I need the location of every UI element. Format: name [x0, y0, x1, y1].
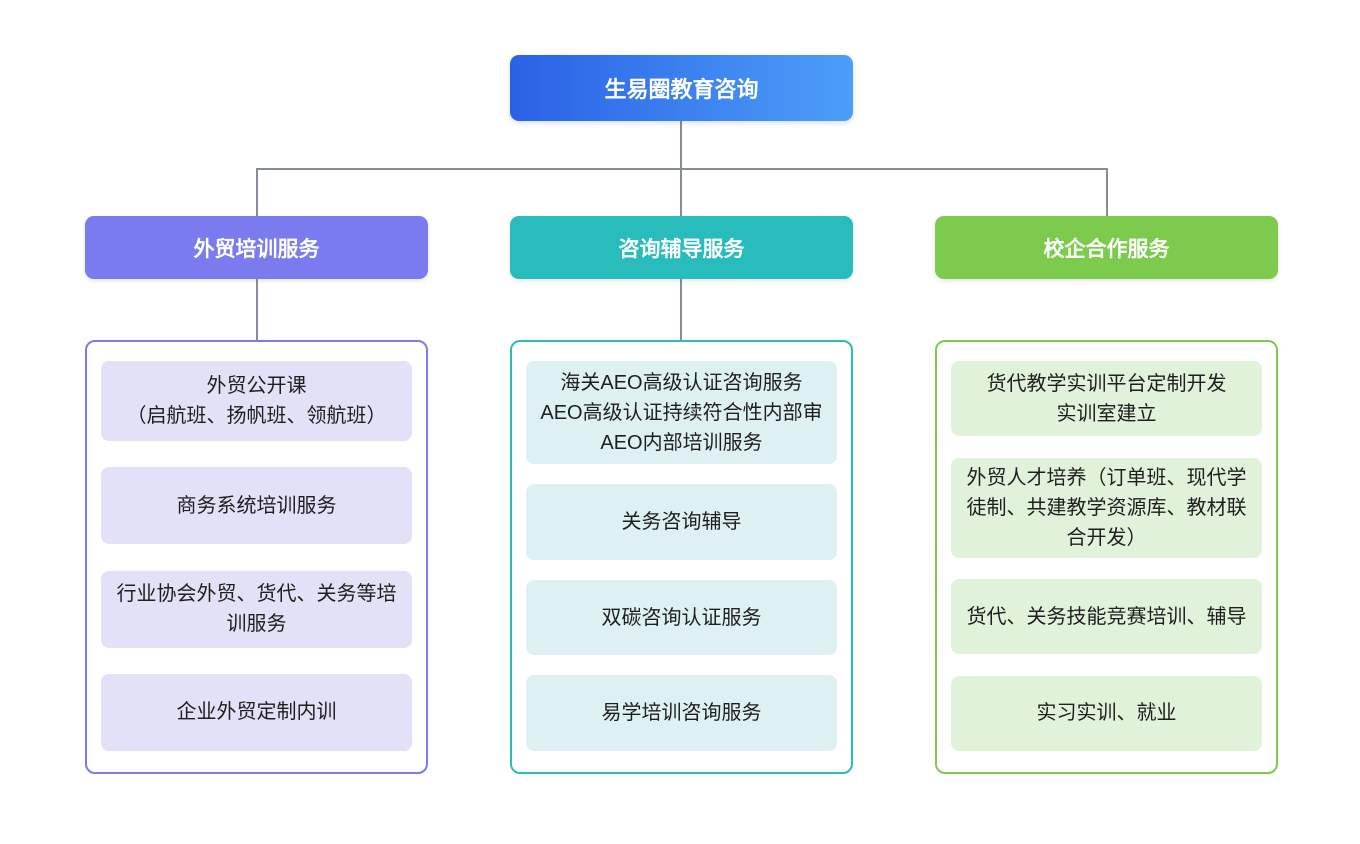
branch-header-label: 咨询辅导服务 [618, 237, 745, 261]
leaf-item: 货代教学实训平台定制开发 实训室建立 [951, 361, 1262, 436]
branch-header-trade-training: 外贸培训服务 [85, 216, 428, 279]
root-node-label: 生易圈教育咨询 [604, 77, 759, 102]
leaf-item: 易学培训咨询服务 [526, 675, 837, 751]
leaf-item: 企业外贸定制内训 [101, 673, 412, 751]
root-node: 生易圈教育咨询 [510, 55, 853, 121]
connector-line [680, 168, 682, 216]
connector-line [256, 279, 258, 340]
branch-header-consulting: 咨询辅导服务 [510, 216, 853, 279]
connector-line [680, 279, 682, 340]
branch-box-school-enterprise: 货代教学实训平台定制开发 实训室建立 外贸人才培养（订单班、现代学徒制、共建教学… [935, 340, 1278, 774]
branch-header-label: 外贸培训服务 [193, 237, 320, 261]
connector-line [1106, 168, 1108, 216]
leaf-item: 外贸人才培养（订单班、现代学徒制、共建教学资源库、教材联合开发） [951, 457, 1262, 558]
branch-box-trade-training: 外贸公开课 （启航班、扬帆班、领航班） 商务系统培训服务 行业协会外贸、货代、关… [85, 340, 428, 774]
leaf-item: 商务系统培训服务 [101, 467, 412, 545]
leaf-item: 实习实训、就业 [951, 675, 1262, 751]
connector-line [680, 121, 682, 168]
leaf-item: 关务咨询辅导 [526, 484, 837, 560]
branch-header-school-enterprise: 校企合作服务 [935, 216, 1278, 279]
leaf-item: 外贸公开课 （启航班、扬帆班、领航班） [101, 361, 412, 441]
leaf-item: 海关AEO高级认证咨询服务 AEO高级认证持续符合性内部审 AEO内部培训服务 [526, 361, 837, 464]
branch-box-consulting: 海关AEO高级认证咨询服务 AEO高级认证持续符合性内部审 AEO内部培训服务 … [510, 340, 853, 774]
leaf-item: 双碳咨询认证服务 [526, 580, 837, 655]
leaf-item: 货代、关务技能竞赛培训、辅导 [951, 579, 1262, 655]
branch-header-label: 校企合作服务 [1043, 237, 1170, 261]
connector-line [256, 168, 258, 216]
leaf-item: 行业协会外贸、货代、关务等培训服务 [101, 570, 412, 648]
